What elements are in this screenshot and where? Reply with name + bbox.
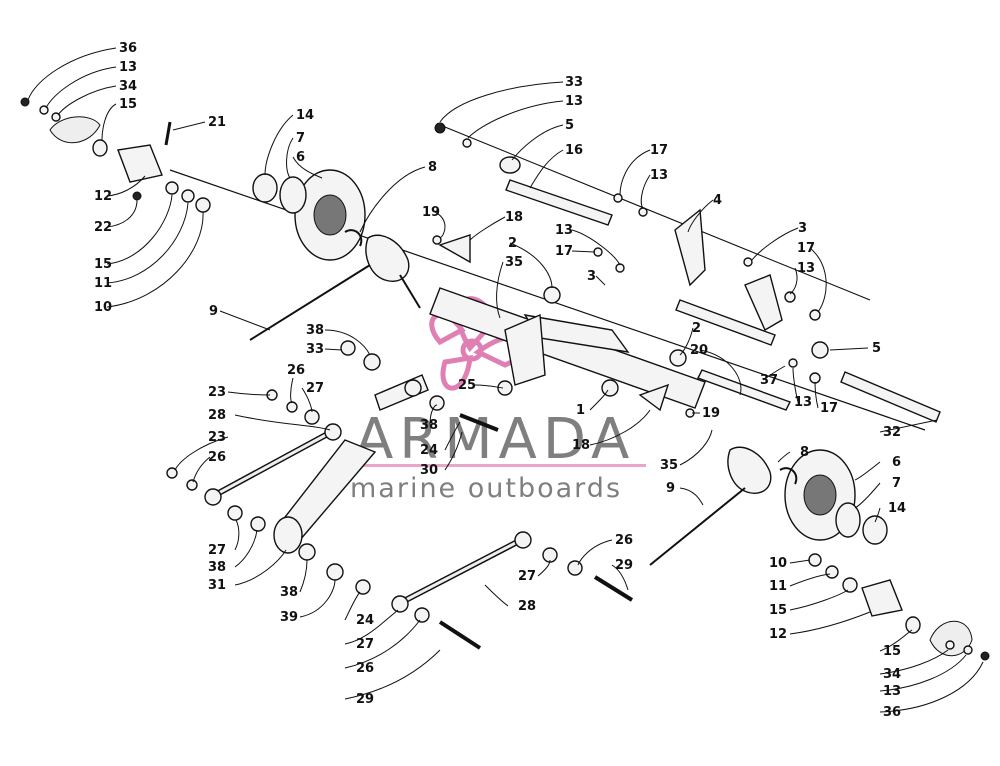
callout-33: 33 [565, 75, 583, 90]
callout-15: 15 [769, 603, 787, 618]
callout-13: 13 [794, 395, 812, 410]
callout-3: 3 [798, 221, 807, 236]
callout-32: 32 [883, 425, 901, 440]
callout-36: 36 [883, 705, 901, 720]
callout-26: 26 [208, 450, 226, 465]
callout-31: 31 [208, 578, 226, 593]
callout-7: 7 [892, 476, 901, 491]
callout-34: 34 [883, 667, 901, 682]
callout-39: 39 [280, 610, 298, 625]
callout-28: 28 [518, 599, 536, 614]
callout-2: 2 [692, 321, 701, 336]
watermark-tagline: marine outboards [350, 473, 622, 504]
callout-5: 5 [872, 341, 881, 356]
torque-arm-bracket [504, 313, 630, 386]
watermark: ARMADA marine outboards [350, 296, 646, 504]
callout-38: 38 [280, 585, 298, 600]
watermark-underline [356, 464, 646, 467]
callout-24: 24 [420, 443, 438, 458]
callout-12: 12 [94, 189, 112, 204]
callout-29: 29 [615, 558, 633, 573]
callout-16: 16 [565, 143, 583, 158]
callout-35: 35 [505, 255, 523, 270]
callout-9: 9 [666, 481, 675, 496]
lower-links [166, 340, 634, 650]
callout-7: 7 [296, 131, 305, 146]
callout-25: 25 [458, 378, 476, 393]
callout-14: 14 [888, 501, 906, 516]
callout-3: 3 [587, 269, 596, 284]
callout-26: 26 [615, 533, 633, 548]
callout-23: 23 [208, 430, 226, 445]
callout-15: 15 [883, 644, 901, 659]
callout-4: 4 [713, 193, 722, 208]
callout-15: 15 [94, 257, 112, 272]
callout-18: 18 [505, 210, 523, 225]
callout-38: 38 [420, 418, 438, 433]
callout-6: 6 [296, 150, 305, 165]
callout-11: 11 [769, 579, 787, 594]
callout-22: 22 [94, 220, 112, 235]
left-torsion-spring [249, 229, 421, 341]
watermark-brand: ARMADA [355, 407, 635, 472]
callout-29: 29 [356, 692, 374, 707]
callout-17: 17 [797, 241, 815, 256]
callout-19: 19 [702, 406, 720, 421]
callout-labels: 36 13 34 15 21 14 7 6 8 12 22 15 11 10 9… [94, 41, 906, 720]
callout-6: 6 [892, 455, 901, 470]
callout-30: 30 [420, 463, 438, 478]
callout-17: 17 [555, 244, 573, 259]
callout-27: 27 [356, 637, 374, 652]
right-wheel-assembly [784, 449, 990, 661]
callout-2: 2 [508, 236, 517, 251]
callout-8: 8 [800, 445, 809, 460]
callout-26: 26 [287, 363, 305, 378]
callout-8: 8 [428, 160, 437, 175]
upper-rear-axle [439, 124, 941, 423]
callout-33: 33 [306, 342, 324, 357]
callout-27: 27 [208, 543, 226, 558]
callout-28: 28 [208, 408, 226, 423]
callout-21: 21 [208, 115, 226, 130]
callout-20: 20 [690, 343, 708, 358]
callout-27: 27 [518, 569, 536, 584]
callout-15: 15 [119, 97, 137, 112]
callout-26: 26 [356, 661, 374, 676]
callout-10: 10 [94, 300, 112, 315]
callout-35: 35 [660, 458, 678, 473]
callout-13: 13 [565, 94, 583, 109]
callout-36: 36 [119, 41, 137, 56]
callout-13: 13 [650, 168, 668, 183]
callout-19: 19 [422, 205, 440, 220]
right-torsion-spring [649, 446, 798, 566]
callout-37: 37 [760, 373, 778, 388]
callout-9: 9 [209, 304, 218, 319]
callout-38: 38 [208, 560, 226, 575]
leader-lines [27, 47, 984, 713]
callout-13: 13 [119, 60, 137, 75]
callout-13: 13 [883, 684, 901, 699]
upper-hardware [432, 122, 829, 418]
callout-24: 24 [356, 613, 374, 628]
callout-13: 13 [797, 261, 815, 276]
callout-18: 18 [572, 438, 590, 453]
rear-bracket [674, 208, 783, 332]
callout-13: 13 [555, 223, 573, 238]
callout-12: 12 [769, 627, 787, 642]
callout-34: 34 [119, 79, 137, 94]
callout-10: 10 [769, 556, 787, 571]
callout-11: 11 [94, 276, 112, 291]
left-wheel-assembly [20, 97, 366, 261]
callout-5: 5 [565, 118, 574, 133]
callout-1: 1 [576, 403, 585, 418]
callout-23: 23 [208, 385, 226, 400]
callout-14: 14 [296, 108, 314, 123]
callout-27: 27 [306, 381, 324, 396]
callout-17: 17 [650, 143, 668, 158]
callout-38: 38 [306, 323, 324, 338]
callout-17: 17 [820, 401, 838, 416]
